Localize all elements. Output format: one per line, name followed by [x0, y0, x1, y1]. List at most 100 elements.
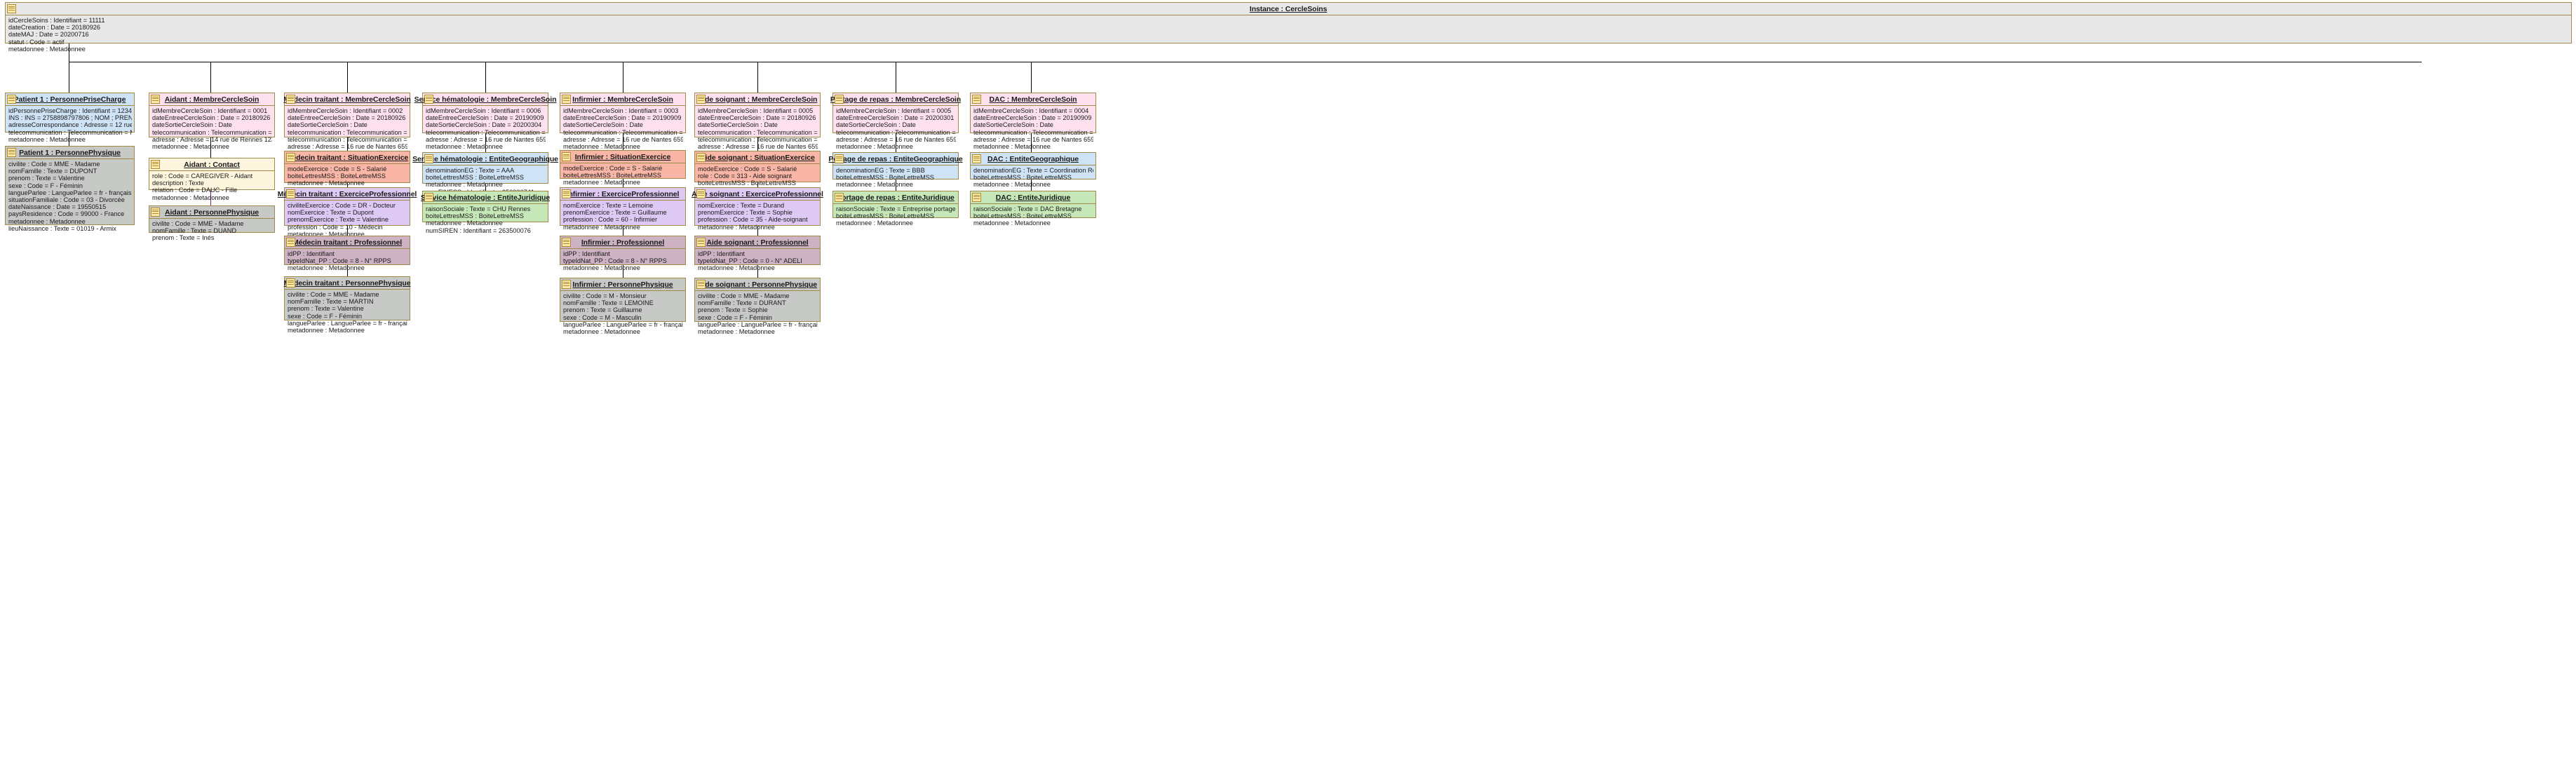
- attribute-row: modeExercice : Code = S - Salarié: [288, 165, 387, 172]
- instance-box-portage-entitegeographique[interactable]: Portage de repas : EntiteGeographique de…: [828, 152, 963, 188]
- box-title: Aide soignant : Professionnel: [706, 238, 809, 247]
- box-title: Infirmier : PersonnePhysique: [572, 280, 673, 289]
- instance-box-infirmier-situationexercice[interactable]: Infirmier : SituationExercice modeExerci…: [560, 150, 686, 186]
- instance-box-dac-entitejuridique[interactable]: DAC : EntiteJuridique raisonSociale : Te…: [970, 191, 1096, 226]
- attribute-row: adresse : Adresse = 16 rue de Nantes 659…: [288, 143, 407, 151]
- instance-box-service-entitegeographique[interactable]: Service hématologie : EntiteGeographique…: [412, 152, 558, 203]
- attribute-row: dateSortieCercleSoin : Date: [152, 121, 232, 129]
- box-attributes: civilite : Code = MME - Madame nomFamill…: [6, 159, 134, 234]
- instance-box-aide-soignant-situationexercice[interactable]: Aide soignant : SituationExercice modeEx…: [694, 151, 821, 194]
- instance-specification-icon: [696, 280, 706, 289]
- instance-box-aidant-personnephysique[interactable]: Aidant : PersonnePhysique civilite : Cod…: [149, 205, 275, 241]
- instance-box-medecin-exerciceprofessionnel[interactable]: Médecin traitant : ExerciceProfessionnel…: [278, 187, 417, 238]
- connector-aide-4-5: [757, 265, 758, 278]
- instance-box-title: Instance : CercleSoins: [1249, 4, 1328, 13]
- attribute-row: civilite : Code = MME - Madame: [698, 292, 790, 299]
- attribute-row: boiteLettresMSS : BoiteLettreMSS: [836, 174, 934, 182]
- attribute-row: metadonnee : Metadonnee: [973, 219, 1051, 227]
- instance-box-aide-soignant-personnephysique[interactable]: Aide soignant : PersonnePhysique civilit…: [694, 278, 821, 335]
- box-title: Portage de repas : EntiteJuridique: [837, 193, 955, 202]
- attribute-row: nomFamille : Texte = DURANT: [698, 299, 786, 307]
- box-attributes: nomExercice : Texte = Lemoine prenomExer…: [560, 201, 685, 232]
- instance-box-medecin-personnephysique[interactable]: Médecin traitant : PersonnePhysique civi…: [284, 276, 411, 334]
- instance-box-aidant-membrecerclesoin[interactable]: Aidant : MembreCercleSoin idMembreCercle…: [149, 93, 275, 150]
- instance-box-service-membrecerclesoin[interactable]: Service hématologie : MembreCercleSoin i…: [414, 93, 556, 150]
- instance-box-infirmier-membrecerclesoin[interactable]: Infirmier : MembreCercleSoin idMembreCer…: [560, 93, 686, 150]
- attribute-row: idPersonnePriseCharge : Identifiant = 12…: [8, 107, 132, 114]
- connector-dac-1-2: [1031, 133, 1032, 153]
- box-header: Aide soignant : ExerciceProfessionnel: [692, 188, 823, 201]
- connector-aide-1-2: [757, 137, 758, 151]
- attribute-row: metadonnee : Metadonnee: [426, 181, 503, 189]
- instance-box-cerclesoins[interactable]: Instance : CercleSoins idCercleSoins : I…: [5, 2, 2572, 53]
- instance-box-portage-membrecerclesoin[interactable]: Portage de repas : MembreCercleSoin idMe…: [830, 93, 961, 150]
- attribute-row: telecommunication : Telecommunication = …: [288, 128, 407, 136]
- box-attributes: raisonSociale : Texte = DAC Bretagne boi…: [971, 204, 1095, 229]
- box-header: Portage de repas : EntiteGeographique: [828, 153, 963, 165]
- instance-specification-icon: [7, 95, 16, 104]
- box-title: Infirmier : Professionnel: [581, 238, 665, 247]
- instance-box-aide-soignant-exerciceprofessionnel[interactable]: Aide soignant : ExerciceProfessionnel no…: [692, 187, 823, 231]
- connector-dac-2-3: [1031, 180, 1032, 192]
- instance-box-medecin-situationexercice[interactable]: Médecin traitant : SituationExercice mod…: [284, 151, 410, 194]
- attribute-row: idPP : Identifiant: [698, 250, 745, 257]
- box-title: Patient 1 : PersonnePhysique: [19, 148, 121, 157]
- attribute-row: idMembreCercleSoin : Identifiant = 0006: [426, 107, 541, 114]
- attribute-row: metadonnee : Metadonnee: [288, 230, 365, 238]
- box-header: Infirmier : PersonnePhysique: [560, 278, 685, 291]
- box-title: Aidant : MembreCercleSoin: [164, 95, 259, 104]
- attribute-row: telecommunication : Telecommunication = …: [288, 135, 407, 143]
- instance-box-infirmier-personnephysique[interactable]: Infirmier : PersonnePhysique civilite : …: [560, 278, 686, 335]
- attribute-row: metadonnee : Metadonnee: [836, 143, 913, 151]
- instance-box-infirmier-exerciceprofessionnel[interactable]: Infirmier : ExerciceProfessionnel nomExe…: [560, 187, 686, 231]
- connector-aidant-2-3: [210, 189, 211, 207]
- attribute-row: prenom : Texte = Valentine: [288, 305, 364, 313]
- box-attributes: civilite : Code = MME - Madame nomFamill…: [695, 291, 820, 337]
- instance-specification-icon: [835, 95, 844, 104]
- attribute-row: telecommunication : Telecommunication = …: [836, 128, 956, 136]
- attribute-row: boiteLettresMSS : BoiteLettreMSS: [973, 212, 1072, 220]
- attribute-row: telecommunication : Telecommunication = …: [563, 128, 683, 136]
- instance-specification-icon: [562, 189, 571, 198]
- attribute-row: prenom : Texte = Sophie: [698, 306, 768, 314]
- box-header: Aide soignant : PersonnePhysique: [695, 278, 820, 291]
- instance-box-dac-membrecerclesoin[interactable]: DAC : MembreCercleSoin idMembreCercleSoi…: [970, 93, 1096, 150]
- attribute-row: boiteLettresMSS : BoiteLettreMSS: [288, 172, 386, 180]
- box-header: Aidant : PersonnePhysique: [149, 206, 274, 219]
- attribute-row: metadonnee : Metadonnee: [563, 143, 640, 151]
- attribute-row: dateSortieCercleSoin : Date: [836, 121, 916, 129]
- connector-medecin-4-5: [347, 265, 348, 277]
- box-attributes: raisonSociale : Texte = Entreprise porta…: [833, 204, 958, 229]
- attribute-row: civilite : Code = M - Monsieur: [563, 292, 647, 299]
- attribute-row: paysResidence : Code = 99000 - France: [8, 210, 125, 218]
- attribute-row: dateSortieCercleSoin : Date: [698, 121, 778, 129]
- instance-specification-icon: [151, 95, 160, 104]
- instance-box-aidant-contact[interactable]: Aidant : Contact role : Code = CAREGIVER…: [149, 158, 275, 201]
- instance-box-portage-entitejuridique[interactable]: Portage de repas : EntiteJuridique raiso…: [832, 191, 959, 226]
- instance-box-aide-soignant-professionnel[interactable]: Aide soignant : Professionnel idPP : Ide…: [694, 236, 821, 271]
- attribute-row: metadonnee : Metadonnee: [152, 143, 229, 151]
- attribute-row: idMembreCercleSoin : Identifiant = 0005: [836, 107, 952, 114]
- instance-box-dac-entitegeographique[interactable]: DAC : EntiteGeographique denominationEG …: [970, 152, 1096, 188]
- instance-box-patient-personneprisecharge[interactable]: Patient 1 : PersonnePriseCharge idPerson…: [5, 93, 135, 143]
- attribute-row: langueParlee : LangueParlee = fr - franç…: [563, 320, 683, 328]
- attribute-row: civilite : Code = MME - Madame: [8, 161, 100, 168]
- instance-box-aide-soignant-membrecerclesoin[interactable]: Aide soignant : MembreCercleSoin idMembr…: [694, 93, 821, 157]
- instance-box-medecin-membrecerclesoin[interactable]: Médecin traitant : MembreCercleSoin idMe…: [283, 93, 411, 157]
- attribute-row: profession : Code = 10 - Médecin: [288, 223, 383, 231]
- attribute-row: telecommunication : Telecommunication = …: [698, 128, 818, 136]
- instance-box-service-entitejuridique[interactable]: Service hématologie : EntiteJuridique ra…: [421, 191, 550, 234]
- box-header: Aidant : Contact: [149, 158, 274, 171]
- instance-box-medecin-professionnel[interactable]: Médecin traitant : Professionnel idPP : …: [284, 236, 410, 271]
- attribute-row: typeIdNat_PP : Code = 8 - N° RPPS: [288, 257, 391, 265]
- attribute-row: metadonnee : Metadonnee: [563, 223, 640, 231]
- attribute-row: adresse : Adresse = 16 rue de Nantes 659…: [698, 143, 818, 151]
- attribute-row: raisonSociale : Texte = DAC Bretagne: [973, 205, 1082, 212]
- attribute-row: dateSortieCercleSoin : Date: [563, 121, 643, 129]
- instance-specification-icon: [835, 154, 844, 163]
- instance-box-infirmier-professionnel[interactable]: Infirmier : Professionnel idPP : Identif…: [560, 236, 686, 271]
- instance-specification-icon: [286, 278, 295, 287]
- attribute-row: situationFamiliale : Code = 03 - Divorcé…: [8, 196, 125, 204]
- instance-box-patient-personnephysique[interactable]: Patient 1 : PersonnePhysique civilite : …: [5, 146, 135, 232]
